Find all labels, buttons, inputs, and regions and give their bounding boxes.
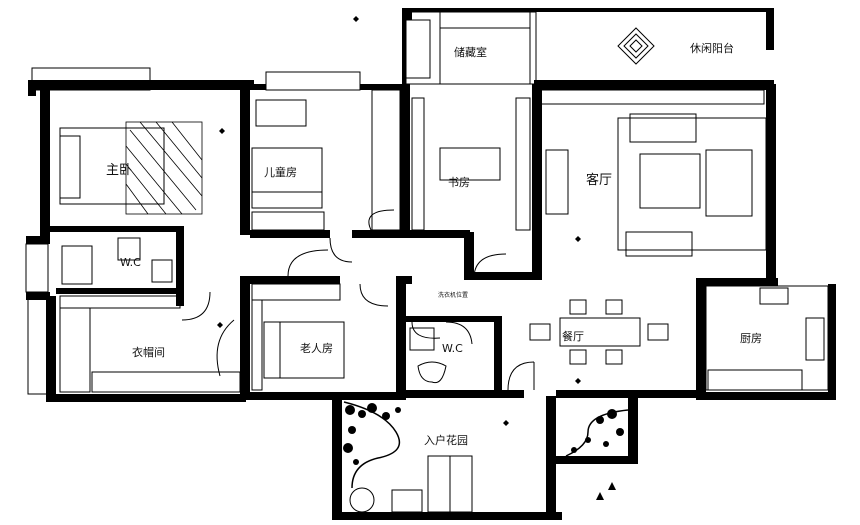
room-label-wardrobe-room: 衣帽间 — [132, 345, 165, 359]
room-label-leisure-balcony: 休闲阳台 — [690, 41, 734, 55]
room-label-kitchen: 厨房 — [740, 332, 762, 345]
garden-plants — [343, 403, 624, 465]
room-label-kids-room: 儿童房 — [264, 165, 297, 179]
room-label-dining-room: 餐厅 — [562, 329, 584, 343]
room-label-elderly-room: 老人房 — [300, 342, 333, 355]
room-labels: 储藏室 休闲阳台 主卧 儿童房 书房 客厅 W.C 衣帽间 老人房 W.C 餐厅… — [106, 41, 762, 447]
annotation-washing-machine: 洗衣机位置 — [438, 291, 468, 299]
room-label-entrance-garden: 入户花园 — [424, 433, 468, 447]
floor-markers — [217, 16, 616, 500]
rug-pattern — [617, 27, 655, 65]
walls — [26, 8, 836, 520]
room-label-master-bedroom: 主卧 — [106, 163, 132, 178]
room-label-living-room: 客厅 — [586, 172, 612, 188]
room-label-storage: 储藏室 — [454, 45, 487, 59]
room-label-wc-guest: W.C — [442, 342, 463, 355]
room-label-study: 书房 — [448, 176, 470, 189]
thin-lines — [25, 11, 829, 513]
hatching — [125, 121, 203, 215]
room-label-wc-master: W.C — [120, 256, 141, 269]
